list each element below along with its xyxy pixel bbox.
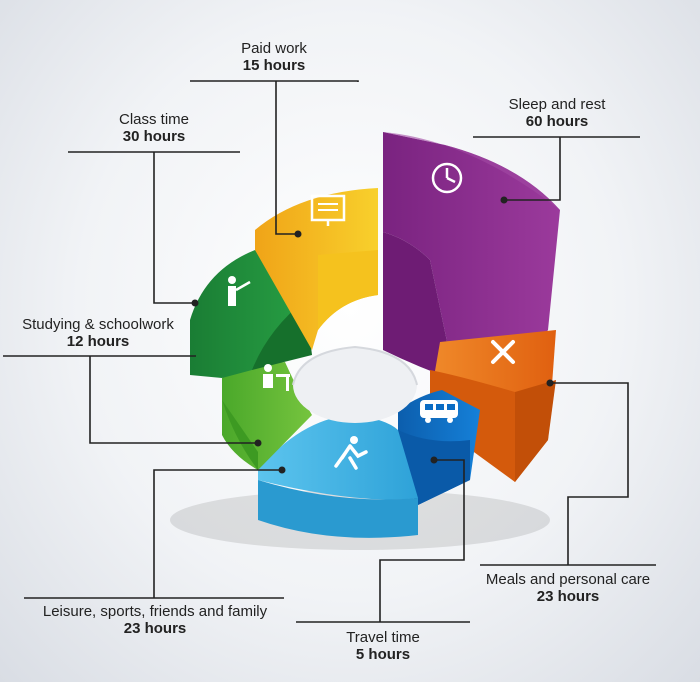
fork-knife-icon: [491, 340, 515, 364]
leader-paid-work: [190, 80, 359, 82]
label-travel-time: Travel time 5 hours: [298, 629, 468, 664]
slice-travel-time: [398, 390, 480, 505]
label-meals-name: Meals and personal care: [485, 571, 651, 588]
label-sleep-and-rest: Sleep and rest 60 hours: [473, 96, 641, 131]
label-class-time-value: 30 hours: [122, 128, 186, 146]
slice-leisure-sports-friends-and-family: [258, 415, 418, 538]
slice-paid-work: [255, 188, 378, 350]
slice-sleep-and-rest: [383, 132, 560, 380]
label-leisure: Leisure, sports, friends and family 23 h…: [14, 603, 296, 638]
runner-icon: [334, 436, 368, 470]
label-sleep-value: 60 hours: [525, 113, 589, 131]
clock-icon: [431, 162, 463, 194]
label-paid-work-value: 15 hours: [242, 57, 306, 75]
leader-class-time-drop: [153, 152, 195, 304]
label-studying-name: Studying & schoolwork: [22, 316, 174, 333]
leader-lines: [3, 80, 656, 623]
label-class-time-name: Class time: [118, 111, 189, 128]
monitor-icon: [310, 194, 346, 226]
leader-sleep-drop: [504, 137, 561, 201]
label-studying-value: 12 hours: [66, 333, 130, 351]
label-studying-and-schoolwork: Studying & schoolwork 12 hours: [0, 316, 196, 351]
label-sleep-name: Sleep and rest: [508, 96, 606, 113]
leader-studying-drop: [89, 356, 258, 444]
bus-icon: [420, 400, 458, 423]
label-leisure-name: Leisure, sports, friends and family: [42, 603, 268, 620]
label-meals-and-personal-care: Meals and personal care 23 hours: [472, 571, 664, 606]
label-travel-value: 5 hours: [355, 646, 411, 664]
label-meals-value: 23 hours: [536, 588, 600, 606]
label-travel-name: Travel time: [346, 629, 420, 646]
teacher-icon: [228, 276, 251, 306]
leader-travel-up: [379, 459, 465, 622]
leader-dots: [191, 196, 554, 474]
label-paid-work: Paid work 15 hours: [192, 40, 356, 75]
label-leisure-value: 23 hours: [123, 620, 187, 638]
leader-paid-work-drop: [275, 81, 298, 235]
leader-leisure-up: [153, 469, 282, 598]
label-class-time: Class time 30 hours: [70, 111, 238, 146]
student-desk-icon: [263, 364, 290, 391]
label-paid-work-name: Paid work: [241, 40, 307, 57]
leader-meals-up: [550, 382, 629, 565]
